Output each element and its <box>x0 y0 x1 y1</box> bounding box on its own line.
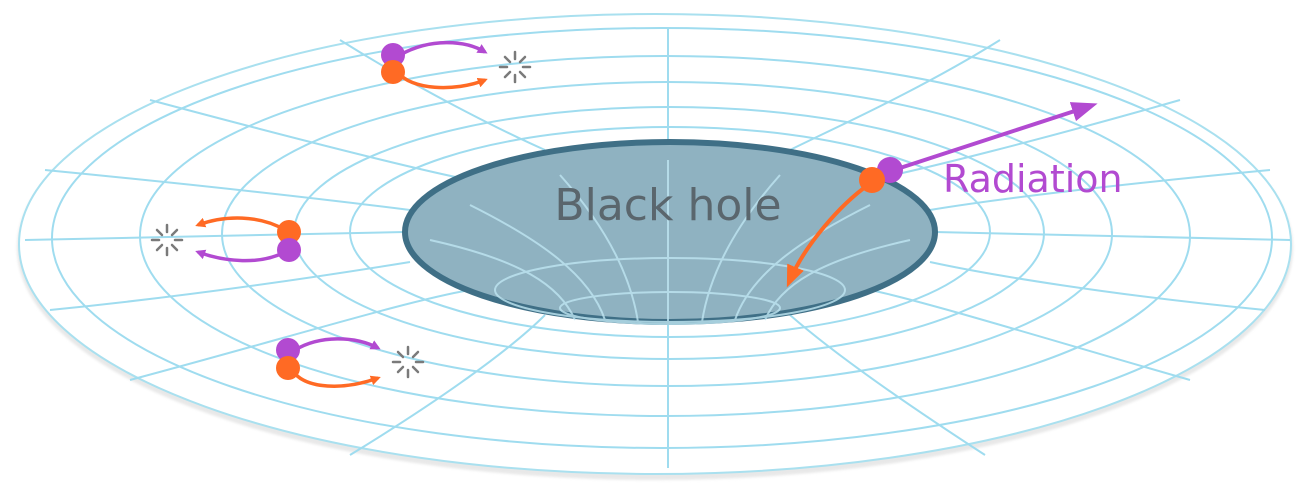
grid-ring-2 <box>139 55 1191 417</box>
radial-nnw <box>339 39 546 151</box>
hawking-pair: Radiation <box>786 102 1123 288</box>
radial-ese <box>929 261 1266 311</box>
black-hole-label: Black hole <box>554 180 781 231</box>
radial-ssw <box>349 314 546 456</box>
grid-ring-5 <box>349 126 991 338</box>
annihilation-icon <box>391 345 425 379</box>
funnel-line <box>764 239 911 321</box>
antiparticle <box>277 238 301 262</box>
radiation-label: Radiation <box>943 157 1123 201</box>
antiparticle <box>381 43 405 67</box>
funnel-line <box>701 174 781 323</box>
grid-ring-1 <box>51 27 1273 449</box>
annihilation-icon <box>150 223 184 257</box>
radial-wsw <box>49 261 411 311</box>
antiparticle-path <box>294 337 381 352</box>
annihilation-icon <box>498 50 532 84</box>
antiparticle <box>276 338 300 362</box>
particle <box>381 60 405 84</box>
funnel-ring <box>559 291 781 325</box>
particle-path <box>195 216 286 232</box>
radial-nne <box>789 39 1001 151</box>
event-horizon <box>402 139 938 325</box>
radial-ene <box>929 169 1271 211</box>
radial-wnw <box>44 169 411 211</box>
radial-sw <box>129 289 471 381</box>
infalling-particle <box>859 167 885 193</box>
antiparticle-path <box>195 249 286 263</box>
radial-nw <box>149 99 471 181</box>
particle <box>277 220 301 244</box>
particle-pair-bottom <box>276 337 425 388</box>
funnel-lines <box>429 160 911 325</box>
black-hole: Black hole <box>402 139 938 325</box>
radial-sse <box>789 314 986 456</box>
funnel-line <box>469 204 606 321</box>
radial-se <box>869 289 1191 381</box>
radial-e <box>934 231 1291 241</box>
funnel-line <box>429 239 576 321</box>
particle-pair-top <box>381 40 532 90</box>
funnel-line <box>734 204 871 321</box>
antiparticle-path <box>399 40 488 57</box>
particle <box>276 356 300 380</box>
radial-w <box>24 231 406 241</box>
particle-pair-left <box>150 216 301 263</box>
funnel-ring <box>494 257 846 323</box>
funnel-line <box>559 174 639 323</box>
grid-radials <box>24 28 1291 468</box>
radiation-arrow <box>899 102 1098 170</box>
infall-arrow <box>786 183 870 288</box>
